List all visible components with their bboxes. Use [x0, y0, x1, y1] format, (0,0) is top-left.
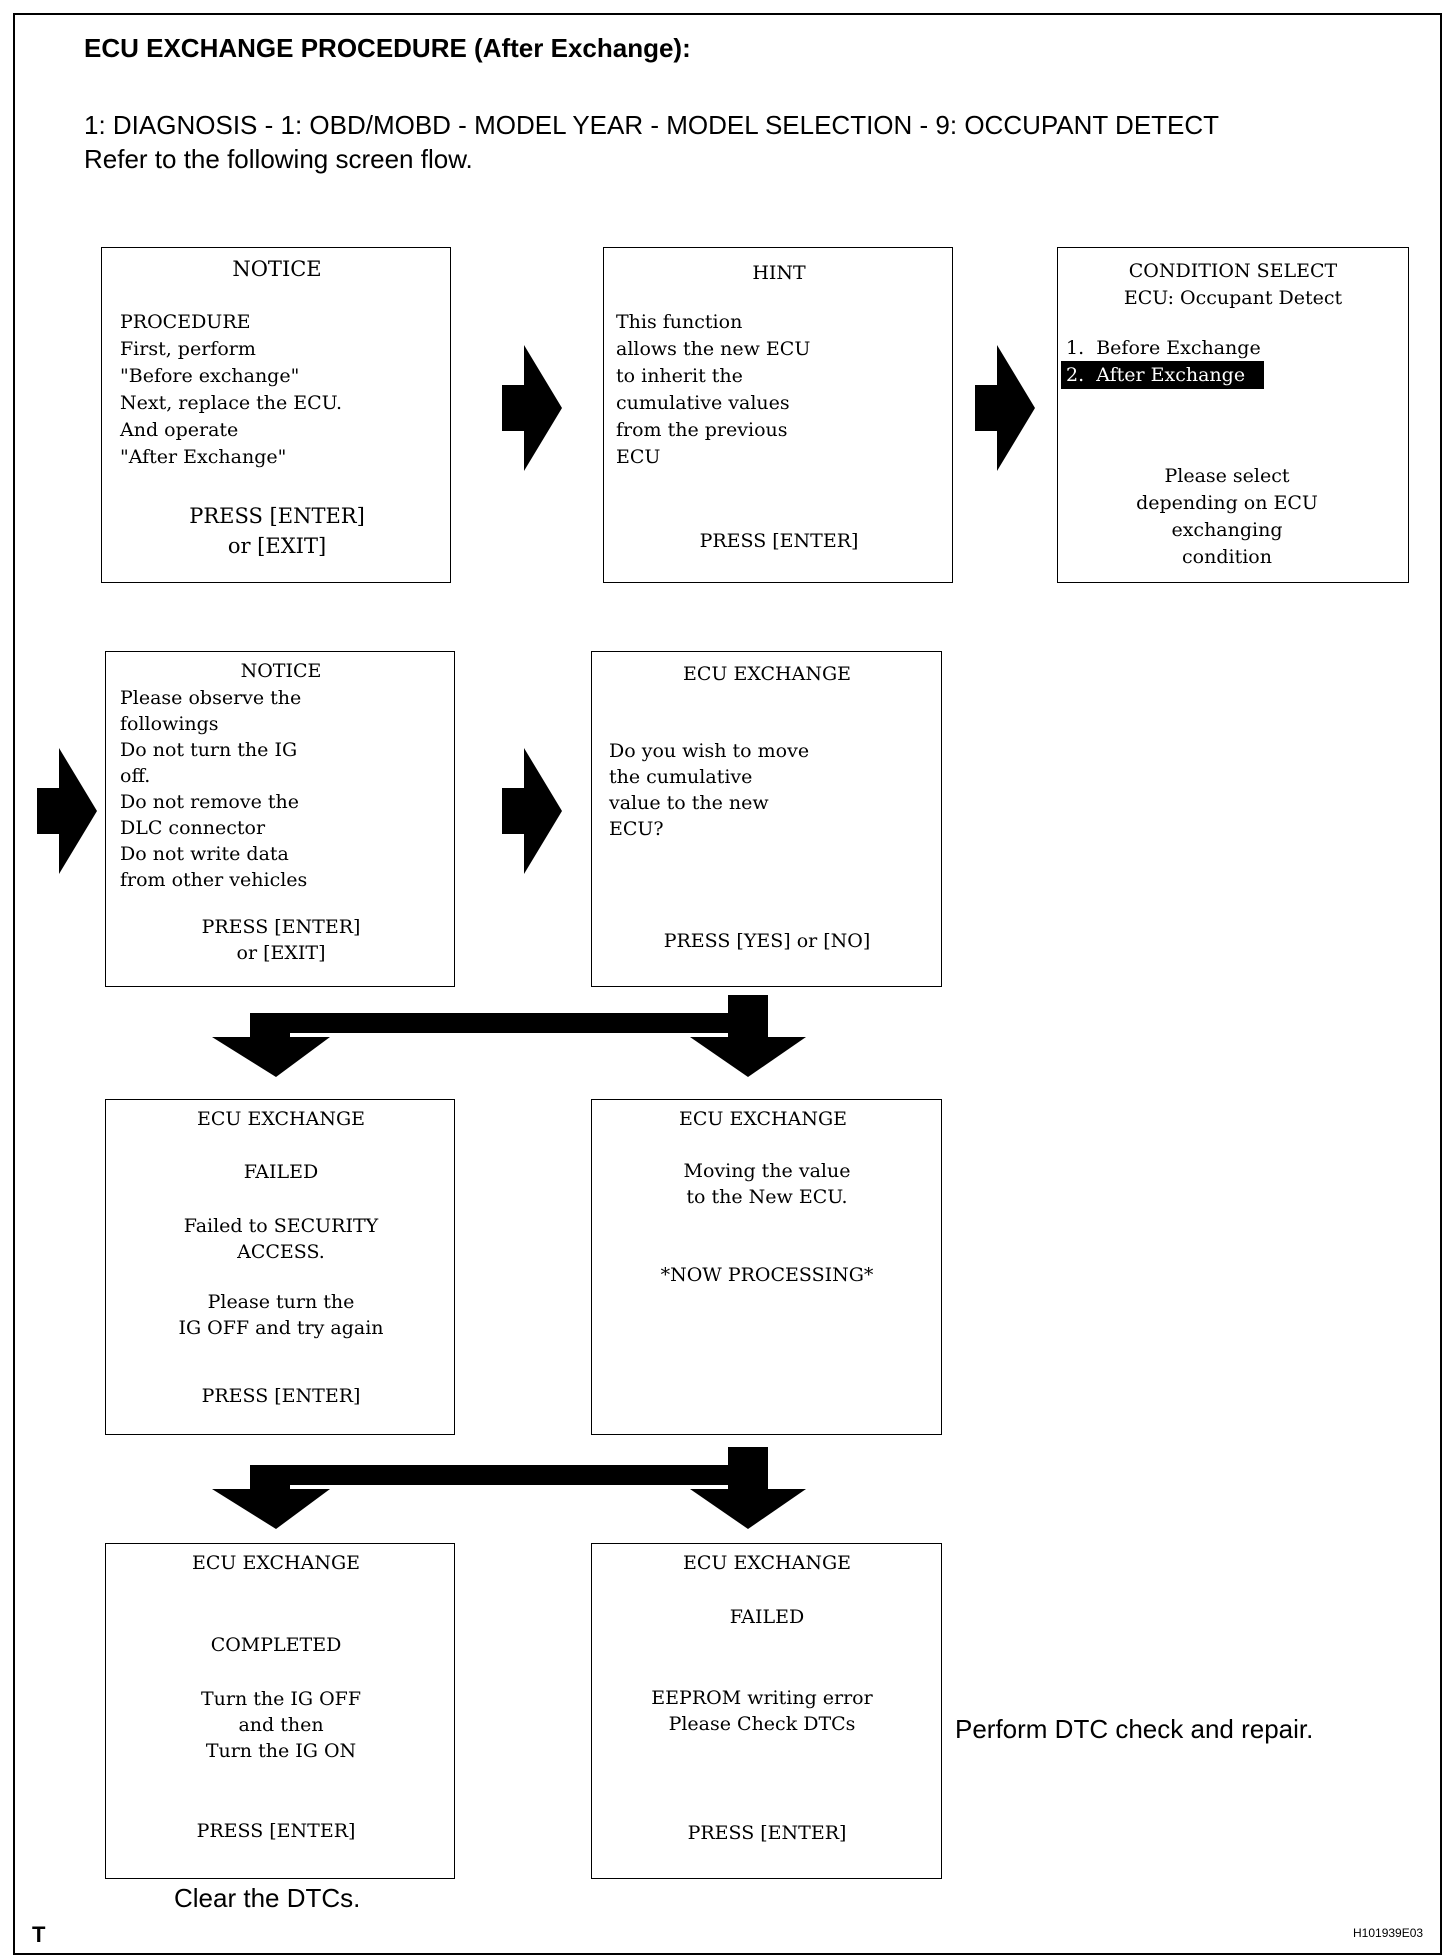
option-before-exchange: 1. Before Exchange: [1066, 337, 1261, 359]
press-prompt: PRESS [ENTER]: [201, 1385, 361, 1407]
screen-title: ECU EXCHANGE: [191, 1552, 361, 1574]
press-prompt: PRESS [ENTER]: [189, 504, 365, 528]
press-prompt: PRESS [ENTER]: [699, 530, 859, 552]
perform-dtc-note: Perform DTC check and repair.: [955, 1714, 1314, 1744]
screen-line: off.: [120, 765, 151, 787]
screen-line: Turn the IG ON: [205, 1740, 357, 1762]
screen-line: "After Exchange": [120, 446, 287, 468]
screen-title: HINT: [752, 262, 806, 284]
screen-line: First, perform: [120, 338, 256, 360]
screen-line: Do not write data: [120, 843, 289, 865]
notice-screen-2: NOTICE Please observe the followings Do …: [105, 651, 455, 987]
screen-line: ECU?: [609, 818, 664, 840]
screen-line: Please Check DTCs: [668, 1713, 856, 1735]
screen-title: ECU EXCHANGE: [682, 1552, 852, 1574]
branch-down-arrows-icon: [212, 1447, 806, 1529]
screen-line: from the previous: [616, 419, 788, 441]
ecu-exchange-confirm-screen: ECU EXCHANGE Do you wish to move the cum…: [591, 651, 942, 987]
status-text: FAILED: [729, 1606, 805, 1628]
screen-line: "Before exchange": [120, 365, 300, 387]
screen-line: Please turn the: [207, 1291, 355, 1313]
clear-dtc-note: Clear the DTCs.: [174, 1883, 361, 1913]
refer-text: Refer to the following screen flow.: [84, 144, 473, 174]
completed-screen: ECU EXCHANGE COMPLETED Turn the IG OFF a…: [105, 1543, 455, 1879]
screen-subtitle: ECU: Occupant Detect: [1123, 287, 1343, 309]
screen-line: value to the new: [609, 792, 769, 814]
right-arrow-icon: [975, 345, 1035, 471]
page-title: ECU EXCHANGE PROCEDURE (After Exchange):: [84, 33, 691, 63]
condition-select-screen: CONDITION SELECT ECU: Occupant Detect 1.…: [1057, 247, 1409, 583]
screen-line: to inherit the: [616, 365, 743, 387]
screen-title: ECU EXCHANGE: [196, 1108, 366, 1130]
notice-screen-1: NOTICE PROCEDURE First, perform "Before …: [101, 247, 451, 583]
screen-line: from other vehicles: [120, 869, 308, 891]
screen-line: Do not remove the: [120, 791, 299, 813]
screen-title: NOTICE: [232, 257, 322, 281]
hint-screen: HINT This function allows the new ECU to…: [603, 247, 953, 583]
screen-title: ECU EXCHANGE: [678, 1108, 848, 1130]
page-frame: [13, 13, 1442, 1955]
failed-security-screen: ECU EXCHANGE FAILED Failed to SECURITY A…: [105, 1099, 455, 1435]
status-text: FAILED: [243, 1161, 319, 1183]
screen-line: Turn the IG OFF: [200, 1688, 362, 1710]
processing-screen: ECU EXCHANGE Moving the value to the New…: [591, 1099, 942, 1435]
screen-line: Do you wish to move: [609, 740, 810, 762]
screen-line: EEPROM writing error: [651, 1687, 873, 1709]
branch-down-arrows-icon: [212, 995, 806, 1077]
screen-line: This function: [616, 311, 743, 333]
press-prompt: PRESS [ENTER]: [687, 1822, 847, 1844]
screen-title: NOTICE: [240, 660, 322, 682]
processing-status: *NOW PROCESSING*: [660, 1264, 874, 1286]
screen-line: allows the new ECU: [616, 338, 811, 360]
screen-line: Failed to SECURITY: [183, 1215, 379, 1237]
figure-code: H101939E03: [1353, 1926, 1424, 1940]
right-arrow-icon: [502, 748, 562, 874]
screen-line: ECU: [616, 446, 661, 468]
right-arrow-icon: [37, 748, 97, 874]
screen-line: to the New ECU.: [686, 1186, 848, 1208]
screen-line: Next, replace the ECU.: [120, 392, 342, 414]
screen-line: depending on ECU: [1136, 492, 1318, 514]
screen-line: Moving the value: [683, 1160, 851, 1182]
screen-line: DLC connector: [120, 817, 266, 839]
right-arrow-icon: [502, 345, 562, 471]
option-after-exchange-selected: 2. After Exchange: [1061, 361, 1264, 389]
screen-line: condition: [1182, 546, 1272, 568]
screen-title: ECU EXCHANGE: [682, 663, 852, 685]
screen-line: Please select: [1164, 465, 1290, 487]
screen-line: cumulative values: [616, 392, 790, 414]
failed-eeprom-screen: ECU EXCHANGE FAILED EEPROM writing error…: [591, 1543, 942, 1879]
screen-line: PROCEDURE: [120, 311, 251, 333]
press-prompt: or [EXIT]: [236, 942, 326, 964]
press-prompt: PRESS [ENTER]: [201, 916, 361, 938]
screen-line: ACCESS.: [237, 1241, 325, 1263]
screen-line: IG OFF and try again: [178, 1317, 384, 1339]
footer-mark: T: [32, 1922, 46, 1947]
press-prompt: or [EXIT]: [227, 534, 327, 558]
screen-line: Please observe the: [120, 687, 302, 709]
screen-line: the cumulative: [609, 766, 753, 788]
status-text: COMPLETED: [210, 1634, 342, 1656]
screen-line: followings: [120, 713, 219, 735]
screen-line: and then: [238, 1714, 324, 1736]
press-prompt: PRESS [YES] or [NO]: [663, 930, 871, 952]
press-prompt: PRESS [ENTER]: [196, 1820, 356, 1842]
screen-line: Do not turn the IG: [120, 739, 298, 761]
screen-line: exchanging: [1171, 519, 1283, 541]
screen-title: CONDITION SELECT: [1128, 260, 1338, 282]
screen-line: And operate: [120, 419, 239, 441]
menu-path: 1: DIAGNOSIS - 1: OBD/MOBD - MODEL YEAR …: [84, 110, 1220, 140]
